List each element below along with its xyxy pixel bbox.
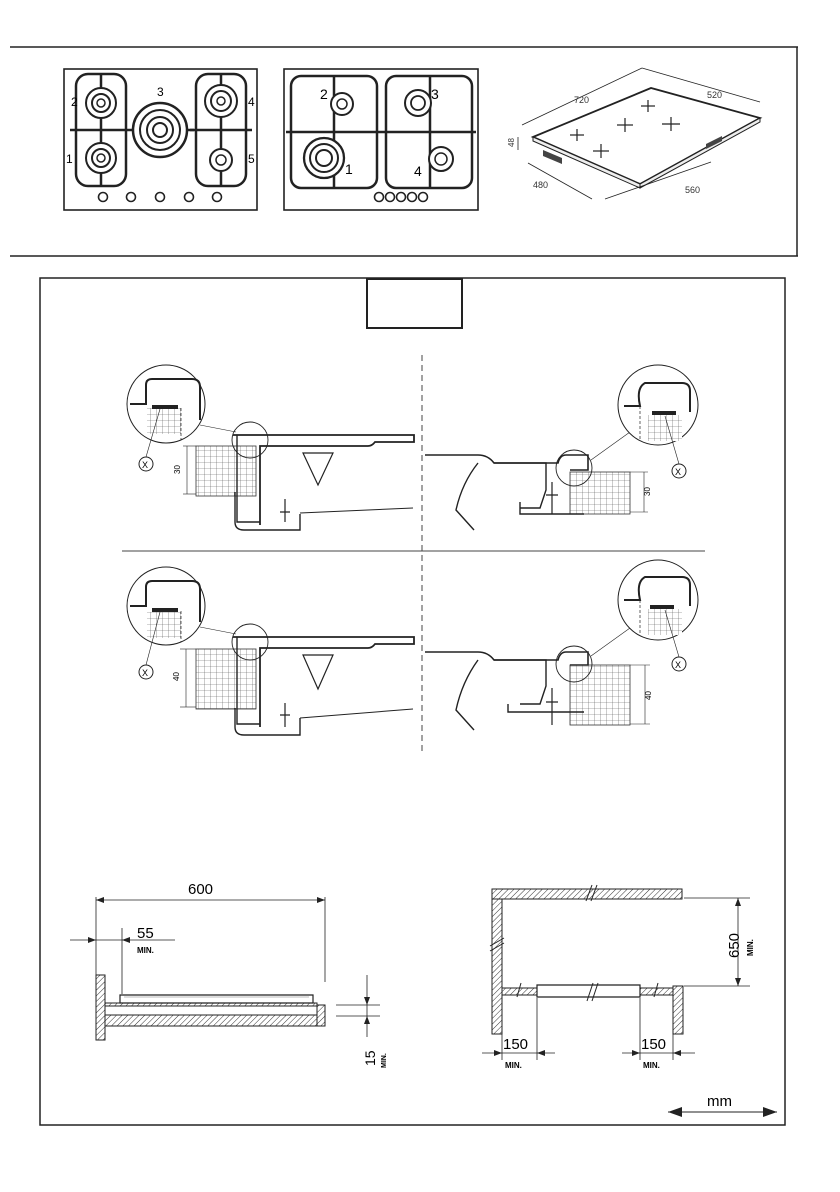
fixing-detail-bottom-left: 40 X (127, 567, 414, 735)
min-label: MIN. (137, 946, 154, 955)
burner-label: 3 (431, 86, 439, 102)
burner-label: 4 (414, 163, 422, 179)
dim-height-label: 48 (507, 138, 516, 147)
clearance-drawing-right: 650 MIN. 150 MIN. 150 MIN. (482, 885, 755, 1070)
above-650-label: 650 (726, 933, 743, 958)
min-label: MIN. (643, 1061, 660, 1070)
under-15-label: 15 (362, 1050, 378, 1066)
min-label: MIN. (746, 939, 755, 956)
fixing-detail-top-left: 30 X (127, 365, 414, 530)
dim-front-width-label: 560 (685, 185, 700, 195)
hob-four-burner-drawing: 2 3 1 4 (284, 69, 478, 210)
hob-five-burner-drawing: 2 1 3 4 5 (64, 69, 257, 210)
burner-label: 1 (66, 152, 73, 166)
mark-x: X (675, 660, 681, 670)
burner-label: 2 (71, 95, 78, 109)
fixing-detail-top-right: 30 X (425, 365, 698, 530)
dim-depth-label: 520 (707, 90, 722, 100)
fixing-detail-bottom-right: 40 X (425, 560, 698, 730)
unit-indicator: mm (668, 1093, 777, 1117)
dim-front-depth-label: 480 (533, 180, 548, 190)
dim-width-label: 720 (574, 95, 589, 105)
thickness-40-label: 40 (644, 691, 653, 700)
burner-label: 3 (157, 85, 164, 99)
unit-label: mm (707, 1093, 732, 1110)
hob-isometric-dimensions: 720 520 48 480 560 (507, 68, 760, 199)
min-label: MIN. (505, 1061, 522, 1070)
mark-x: X (142, 668, 148, 678)
min-label: MIN. (381, 1053, 388, 1068)
clearance-drawing-left: 600 55 MIN. 15 MIN. (70, 881, 388, 1068)
mark-x: X (142, 460, 148, 470)
right-150-label: 150 (641, 1036, 666, 1053)
burner-label: 1 (345, 161, 353, 177)
thickness-30-label: 30 (643, 487, 652, 496)
side-55-label: 55 (137, 925, 154, 942)
mark-x: X (675, 467, 681, 477)
hob-models-panel: 2 1 3 4 5 2 3 1 4 (0, 0, 840, 270)
burner-label: 4 (248, 95, 255, 109)
installation-panel: 30 X 30 X (0, 270, 840, 1140)
burner-label: 5 (248, 152, 255, 166)
burner-label: 2 (320, 86, 328, 102)
width-600-label: 600 (188, 881, 213, 898)
thickness-40-label: 40 (172, 672, 181, 681)
left-150-label: 150 (503, 1036, 528, 1053)
thickness-30-label: 30 (173, 465, 182, 474)
